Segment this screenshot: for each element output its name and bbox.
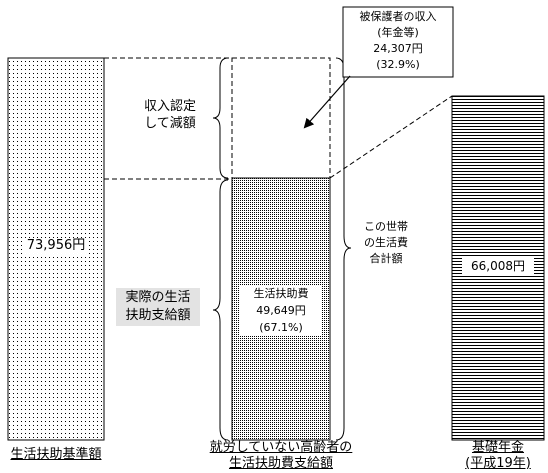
elderly-caption-line2: 生活扶助費支給額 [228,456,333,471]
pension-caption-line1: 基礎年金 [471,440,524,455]
income-box-text: 被保護者の収入 (年金等) 24,307円 (32.9%) [343,9,453,73]
elderly-caption: 就労していない高齢者の 生活扶助費支給額 [195,440,367,472]
income-deduction-line1: 収入認定 [143,99,196,114]
aid-line2: 49,649円 [256,304,306,317]
pension-caption-line2: (平成19年) [465,456,531,471]
income-box-line4: (32.9%) [376,58,420,71]
payment-brace [212,179,229,441]
actual-payment-label: 実際の生活 扶助支給額 [116,288,200,326]
pension-value: 66,008円 [462,258,534,274]
income-brace [212,57,229,179]
household-total-line3: 合計額 [369,252,403,265]
household-total-line2: の生活費 [364,236,408,249]
standard-caption: 生活扶助基準額 [10,447,102,462]
income-box [342,6,454,78]
income-box-line3: 24,307円 [373,42,423,55]
aid-line3: (67.1%) [259,321,303,334]
aid-line1: 生活扶助費 [253,287,309,300]
aid-label: 生活扶助費 49,649円 (67.1%) [240,285,322,336]
household-brace [335,57,352,441]
elderly-caption-line1: 就労していない高齢者の [209,440,353,455]
standard-value: 73,956円 [24,238,88,254]
income-portion [231,57,331,179]
actual-payment-line2: 扶助支給額 [125,308,191,323]
pension-connector [329,95,453,179]
actual-payment-line1: 実際の生活 [125,290,191,305]
income-box-line1: 被保護者の収入 [359,10,437,23]
income-arrow [303,75,351,129]
income-deduction-line2: して減額 [144,116,196,131]
income-box-line2: (年金等) [377,26,419,39]
household-total-line1: この世帯 [364,220,408,233]
household-total-label: この世帯 の生活費 合計額 [356,219,416,267]
income-deduction-label: 収入認定 して減額 [132,98,208,132]
pension-caption: 基礎年金 (平成19年) [452,440,544,472]
